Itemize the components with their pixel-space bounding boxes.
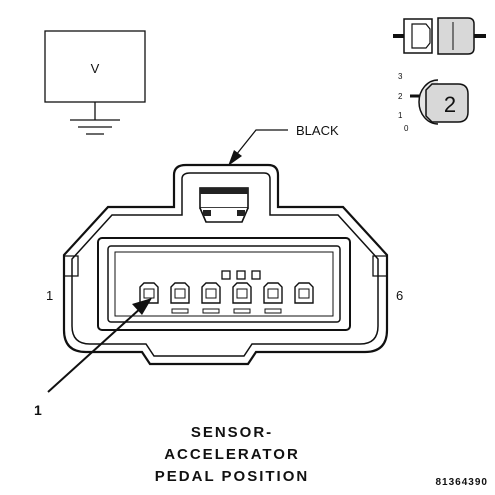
pin-cavity-6 [294, 282, 314, 304]
callout-number: 1 [34, 402, 42, 418]
voltmeter-symbol: V [44, 30, 146, 135]
caption-line-3: PEDAL POSITION [155, 468, 309, 485]
pin-cavity-3 [201, 282, 221, 314]
wire-color-label: BLACK [296, 123, 339, 138]
wire-color-callout: BLACK [228, 123, 339, 166]
pin-1-label: 1 [46, 288, 53, 303]
pin-cavity-2 [170, 282, 190, 314]
caption-line-2: ACCELERATOR [164, 446, 300, 463]
connector-body [62, 163, 389, 366]
scale-label-1: 1 [398, 111, 403, 120]
pin-cavity-4 [232, 282, 252, 314]
selected-position: 2 [444, 92, 456, 117]
caption-line-1: SENSOR- [191, 424, 273, 441]
pin-6-label: 6 [396, 288, 403, 303]
pin-cavity-5 [263, 282, 283, 314]
meter-label: V [91, 61, 100, 76]
keying-marks [221, 270, 261, 280]
scale-label-3: 3 [398, 72, 403, 81]
scale-label-0: 0 [404, 124, 409, 133]
pin-callout: 1 [34, 298, 152, 418]
scale-label-2: 2 [398, 92, 403, 101]
connector-plug-icon [393, 17, 486, 55]
figure-id: 81364390 [436, 477, 489, 488]
caption: SENSOR- ACCELERATOR PEDAL POSITION [155, 424, 309, 485]
ground-icon [70, 102, 120, 135]
latch-icon [199, 187, 249, 223]
pin-row [139, 282, 314, 314]
position-selector-icon: 3 2 1 0 2 [398, 72, 469, 133]
